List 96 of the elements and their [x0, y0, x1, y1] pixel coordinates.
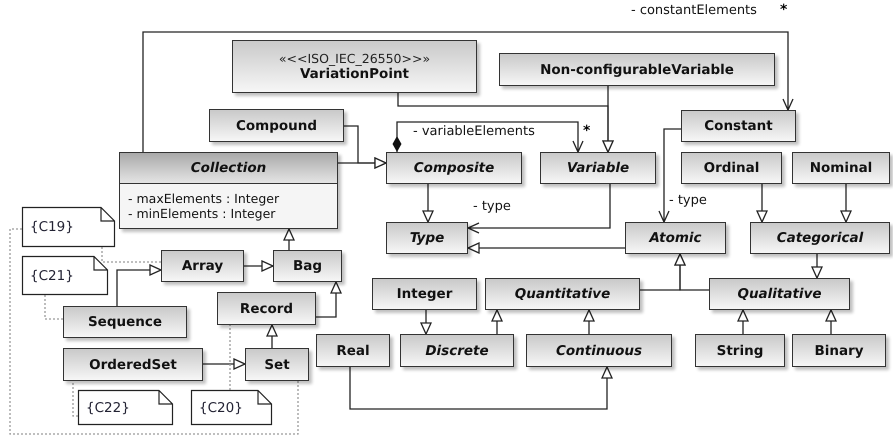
- generalization-arrow: [602, 86, 614, 153]
- association-arrow: [142, 31, 794, 152]
- class-name: Integer: [396, 286, 452, 302]
- abstract-class-box: [485, 278, 640, 310]
- constraint-text: {C21}: [30, 268, 74, 284]
- class-box: [792, 152, 890, 184]
- edge-label: - type: [472, 199, 512, 214]
- class-name: Composite: [414, 160, 494, 176]
- class-name: Compound: [236, 118, 318, 134]
- generalization-arrow: [203, 358, 246, 370]
- multiplicity-label: *: [583, 124, 590, 139]
- constraint-text: {C19}: [30, 219, 74, 235]
- generalization-arrow: [420, 310, 432, 335]
- class-name: Constant: [704, 118, 773, 134]
- class-name: Set: [264, 356, 290, 372]
- class-box: [161, 250, 244, 282]
- constraint-text: {C20}: [199, 400, 243, 416]
- note-link: [229, 325, 231, 390]
- class-name: Non-configurableVariable: [540, 62, 734, 78]
- class-box: [63, 348, 203, 381]
- abstract-class-box: [709, 278, 850, 310]
- generalization-arrow: [244, 260, 274, 272]
- abstract-class-box: [625, 222, 726, 254]
- class-box: [792, 334, 886, 367]
- generalization-arrow: [756, 184, 768, 223]
- class-name: Qualitative: [737, 286, 822, 302]
- generalization-arrow: [737, 309, 749, 334]
- note-shape: [191, 390, 272, 425]
- class-name: Continuous: [556, 342, 642, 358]
- attribute-text: - minElements : Integer: [128, 206, 276, 221]
- association-arrow: [467, 184, 611, 234]
- class-box: [695, 334, 785, 367]
- note-shape: [22, 207, 115, 247]
- abstract-class-box: [526, 334, 672, 367]
- class-name: OrderedSet: [89, 356, 177, 372]
- class-box: [63, 306, 187, 338]
- constraint-text: {C22}: [86, 400, 130, 416]
- multiplicity-label: *: [780, 3, 788, 18]
- class-name: Variable: [566, 160, 630, 176]
- generalization-arrow: [338, 157, 387, 169]
- generalization-arrow: [840, 184, 852, 223]
- abstract-class-box: [386, 222, 468, 254]
- composition-arrow: [392, 121, 584, 153]
- generalization-arrow: [316, 281, 342, 318]
- generalization-arrow: [583, 309, 595, 334]
- class-box: [681, 110, 796, 142]
- generalization-arrow: [825, 309, 837, 334]
- generalization-arrow: [349, 366, 613, 410]
- attribute-text: - maxElements : Integer: [128, 191, 280, 206]
- abstract-class-box: [119, 152, 338, 229]
- class-name: Record: [240, 300, 294, 316]
- class-name: Real: [336, 342, 370, 358]
- generalization-arrow: [467, 242, 625, 254]
- generalization-arrow: [266, 324, 278, 348]
- class-name: Categorical: [776, 230, 864, 246]
- class-name: VariationPoint: [300, 66, 410, 82]
- class-box: [316, 334, 390, 367]
- class-box: [681, 152, 782, 184]
- class-box: [372, 278, 477, 310]
- note-link: [44, 295, 63, 320]
- generalization-arrow: [116, 264, 162, 306]
- association-arrow: [658, 128, 681, 223]
- abstract-class-box: [386, 152, 522, 184]
- class-box: [245, 348, 309, 381]
- class-box: [209, 109, 344, 142]
- class-name: Array: [182, 258, 224, 274]
- note-shape: [22, 256, 108, 295]
- class-name: String: [716, 342, 764, 358]
- class-box: [217, 292, 316, 325]
- class-box: [273, 250, 342, 282]
- generalization-arrow: [811, 254, 823, 279]
- class-name: Bag: [292, 258, 322, 274]
- stereotype-text: «<<ISO_IEC_26550>>»: [278, 51, 430, 66]
- class-box: [499, 53, 775, 86]
- class-name: Atomic: [649, 230, 702, 246]
- generalization-arrow: [674, 253, 709, 291]
- class-box: [232, 40, 477, 93]
- class-name: Quantitative: [514, 286, 610, 302]
- class-name: Sequence: [88, 314, 162, 330]
- note-link: [9, 228, 299, 435]
- class-name: Ordinal: [704, 160, 760, 176]
- abstract-class-box: [540, 152, 656, 184]
- note-shape: [78, 390, 173, 425]
- class-name: Nominal: [810, 160, 872, 176]
- note-link: [72, 381, 78, 417]
- class-name: Type: [410, 230, 444, 246]
- abstract-class-box: [750, 222, 890, 254]
- edge-label: - type: [668, 193, 708, 208]
- abstract-class-box: [400, 334, 514, 367]
- generalization-arrow: [283, 228, 295, 250]
- note-link: [101, 247, 161, 263]
- class-name: Discrete: [425, 342, 489, 358]
- class-name: Collection: [190, 160, 266, 176]
- class-name: Binary: [814, 342, 864, 358]
- generalization-arrow: [422, 184, 434, 223]
- generalization-arrow: [491, 309, 503, 334]
